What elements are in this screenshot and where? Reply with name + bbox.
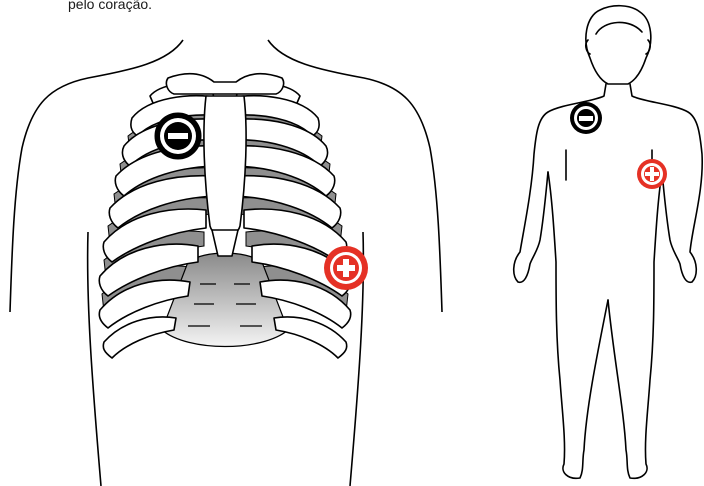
- positive-electrode: [324, 246, 368, 290]
- negative-electrode: [155, 113, 201, 159]
- body-outline: [514, 6, 703, 479]
- positive-electrode-body: [637, 159, 667, 189]
- negative-electrode-body: [570, 102, 602, 134]
